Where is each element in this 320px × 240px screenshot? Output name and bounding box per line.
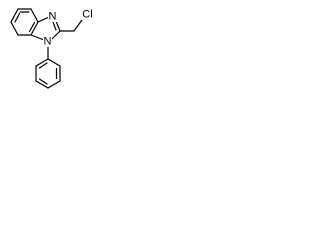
bond: [35, 58, 49, 67]
double-bond: [38, 78, 48, 85]
bond: [47, 58, 61, 67]
double-bond: [28, 21, 36, 33]
bond: [10, 21, 19, 36]
bond: [30, 8, 39, 23]
bond: [10, 8, 19, 23]
double-bond: [52, 21, 57, 31]
bond: [55, 20, 61, 32]
chlorine-label: Cl: [82, 9, 92, 21]
bond: [30, 21, 39, 36]
imidazole-ring: [30, 16, 61, 41]
nitrogen-label: N: [49, 11, 57, 23]
atom-chlorine: Cl: [80, 9, 95, 21]
phenyl-ring: [35, 45, 61, 89]
nitrogen-label: N: [44, 36, 52, 48]
double-bond: [14, 12, 21, 23]
atom-n-top: N: [48, 11, 57, 23]
chemical-structure: N N Cl: [10, 8, 95, 89]
chloromethyl-group: [59, 19, 83, 32]
atom-n-phenyl: N: [43, 36, 52, 48]
bond: [51, 30, 61, 40]
bond: [73, 19, 83, 32]
double-bond: [38, 62, 48, 69]
bond: [35, 80, 49, 89]
benzo-ring: [10, 8, 39, 36]
bond: [47, 80, 61, 89]
bond: [37, 16, 50, 23]
bond: [30, 34, 45, 41]
